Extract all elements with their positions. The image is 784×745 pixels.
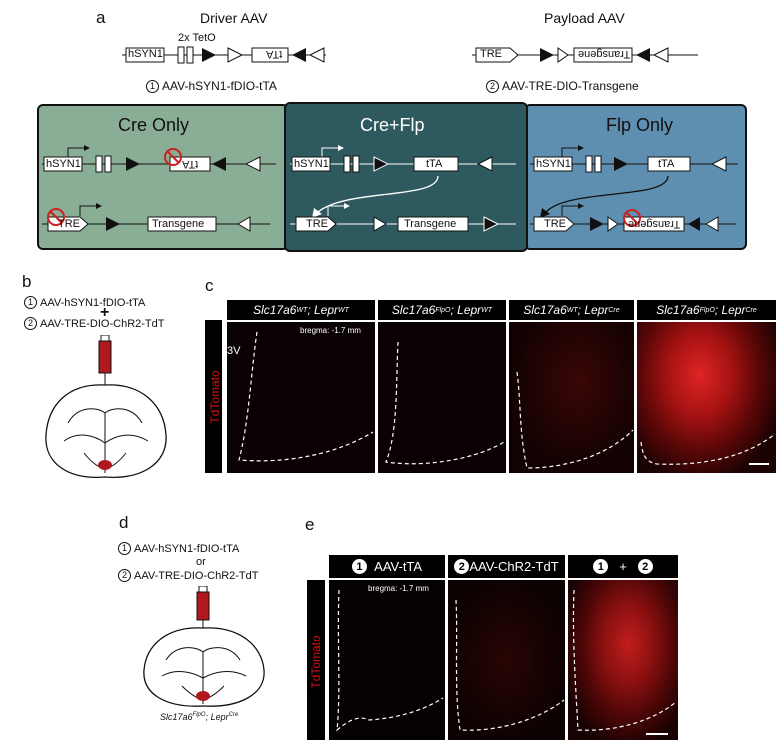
cre-only-tre-label: TRE bbox=[58, 218, 80, 230]
c-3v-label: 3V bbox=[227, 345, 241, 357]
cre-flp-constructs bbox=[290, 145, 516, 232]
e-image-2 bbox=[448, 580, 565, 740]
e-channel-label: TdTomato bbox=[309, 635, 323, 689]
payload-caption-number: 2 bbox=[486, 80, 499, 93]
brain-injection-diagram-b bbox=[45, 335, 167, 478]
c-image-3 bbox=[509, 322, 634, 473]
c-bregma: bregma: -1.7 mm bbox=[300, 326, 361, 335]
flp-only-tre-label: TRE bbox=[544, 218, 566, 230]
panel-letter-a: a bbox=[96, 8, 106, 27]
driver-caption-number: 1 bbox=[146, 80, 159, 93]
flp-only-transgene-label: Transgene bbox=[628, 218, 681, 230]
e-header-3: 1 + 2 bbox=[568, 555, 678, 578]
flp-only-tta-label: tTA bbox=[658, 158, 675, 170]
e-image-3 bbox=[568, 580, 678, 740]
panel-letter-d: d bbox=[119, 513, 129, 532]
payload-construct-diagram bbox=[472, 47, 698, 63]
panel-letter-e: e bbox=[305, 515, 315, 534]
flp-only-constructs bbox=[530, 145, 738, 232]
driver-construct-diagram bbox=[122, 46, 326, 64]
e-image-1 bbox=[329, 580, 445, 740]
c-image-2 bbox=[378, 322, 506, 473]
cre-flp-hsyn1-label: hSYN1 bbox=[294, 158, 329, 170]
flp-only-title: Flp Only bbox=[606, 115, 674, 135]
flp-only-hsyn1-label: hSYN1 bbox=[536, 158, 571, 170]
cre-only-tta-label: tTA bbox=[182, 158, 199, 170]
panel-letter-c: c bbox=[205, 276, 214, 295]
cre-flp-title: Cre+Flp bbox=[360, 115, 425, 135]
payload-transgene-label: Transgene bbox=[578, 48, 631, 60]
payload-tre-label: TRE bbox=[480, 48, 502, 60]
e-bregma: bregma: -1.7 mm bbox=[368, 584, 429, 593]
cre-only-title: Cre Only bbox=[118, 115, 190, 135]
teto-label: 2x TetO bbox=[178, 32, 216, 44]
e-header-1: 1 AAV-tTA bbox=[329, 555, 445, 578]
c-image-1 bbox=[227, 322, 375, 473]
cre-flp-transgene-label: Transgene bbox=[404, 218, 457, 230]
driver-hsyn1-label: hSYN1 bbox=[128, 48, 163, 60]
d-genotype: Slc17a6FlpO; LeprCre bbox=[160, 712, 239, 722]
e-channel-bar bbox=[307, 580, 325, 740]
driver-tta-label: tTA bbox=[266, 48, 283, 60]
panel-letter-b: b bbox=[22, 272, 32, 291]
cre-flp-tta-label: tTA bbox=[426, 158, 443, 170]
driver-aav-title: Driver AAV bbox=[200, 10, 268, 26]
b-plus: + bbox=[100, 304, 110, 321]
c-image-4 bbox=[637, 322, 776, 473]
c-channel-label: TdTomato bbox=[208, 370, 222, 424]
payload-aav-title: Payload AAV bbox=[544, 10, 625, 26]
cre-flp-tre-label: TRE bbox=[306, 218, 328, 230]
cre-only-hsyn1-label: hSYN1 bbox=[46, 158, 81, 170]
d-or: or bbox=[196, 556, 206, 568]
cre-only-constructs bbox=[42, 145, 276, 232]
brain-injection-diagram-d bbox=[143, 586, 265, 707]
c-channel-bar bbox=[205, 320, 222, 473]
cre-only-transgene-label: Transgene bbox=[152, 218, 205, 230]
